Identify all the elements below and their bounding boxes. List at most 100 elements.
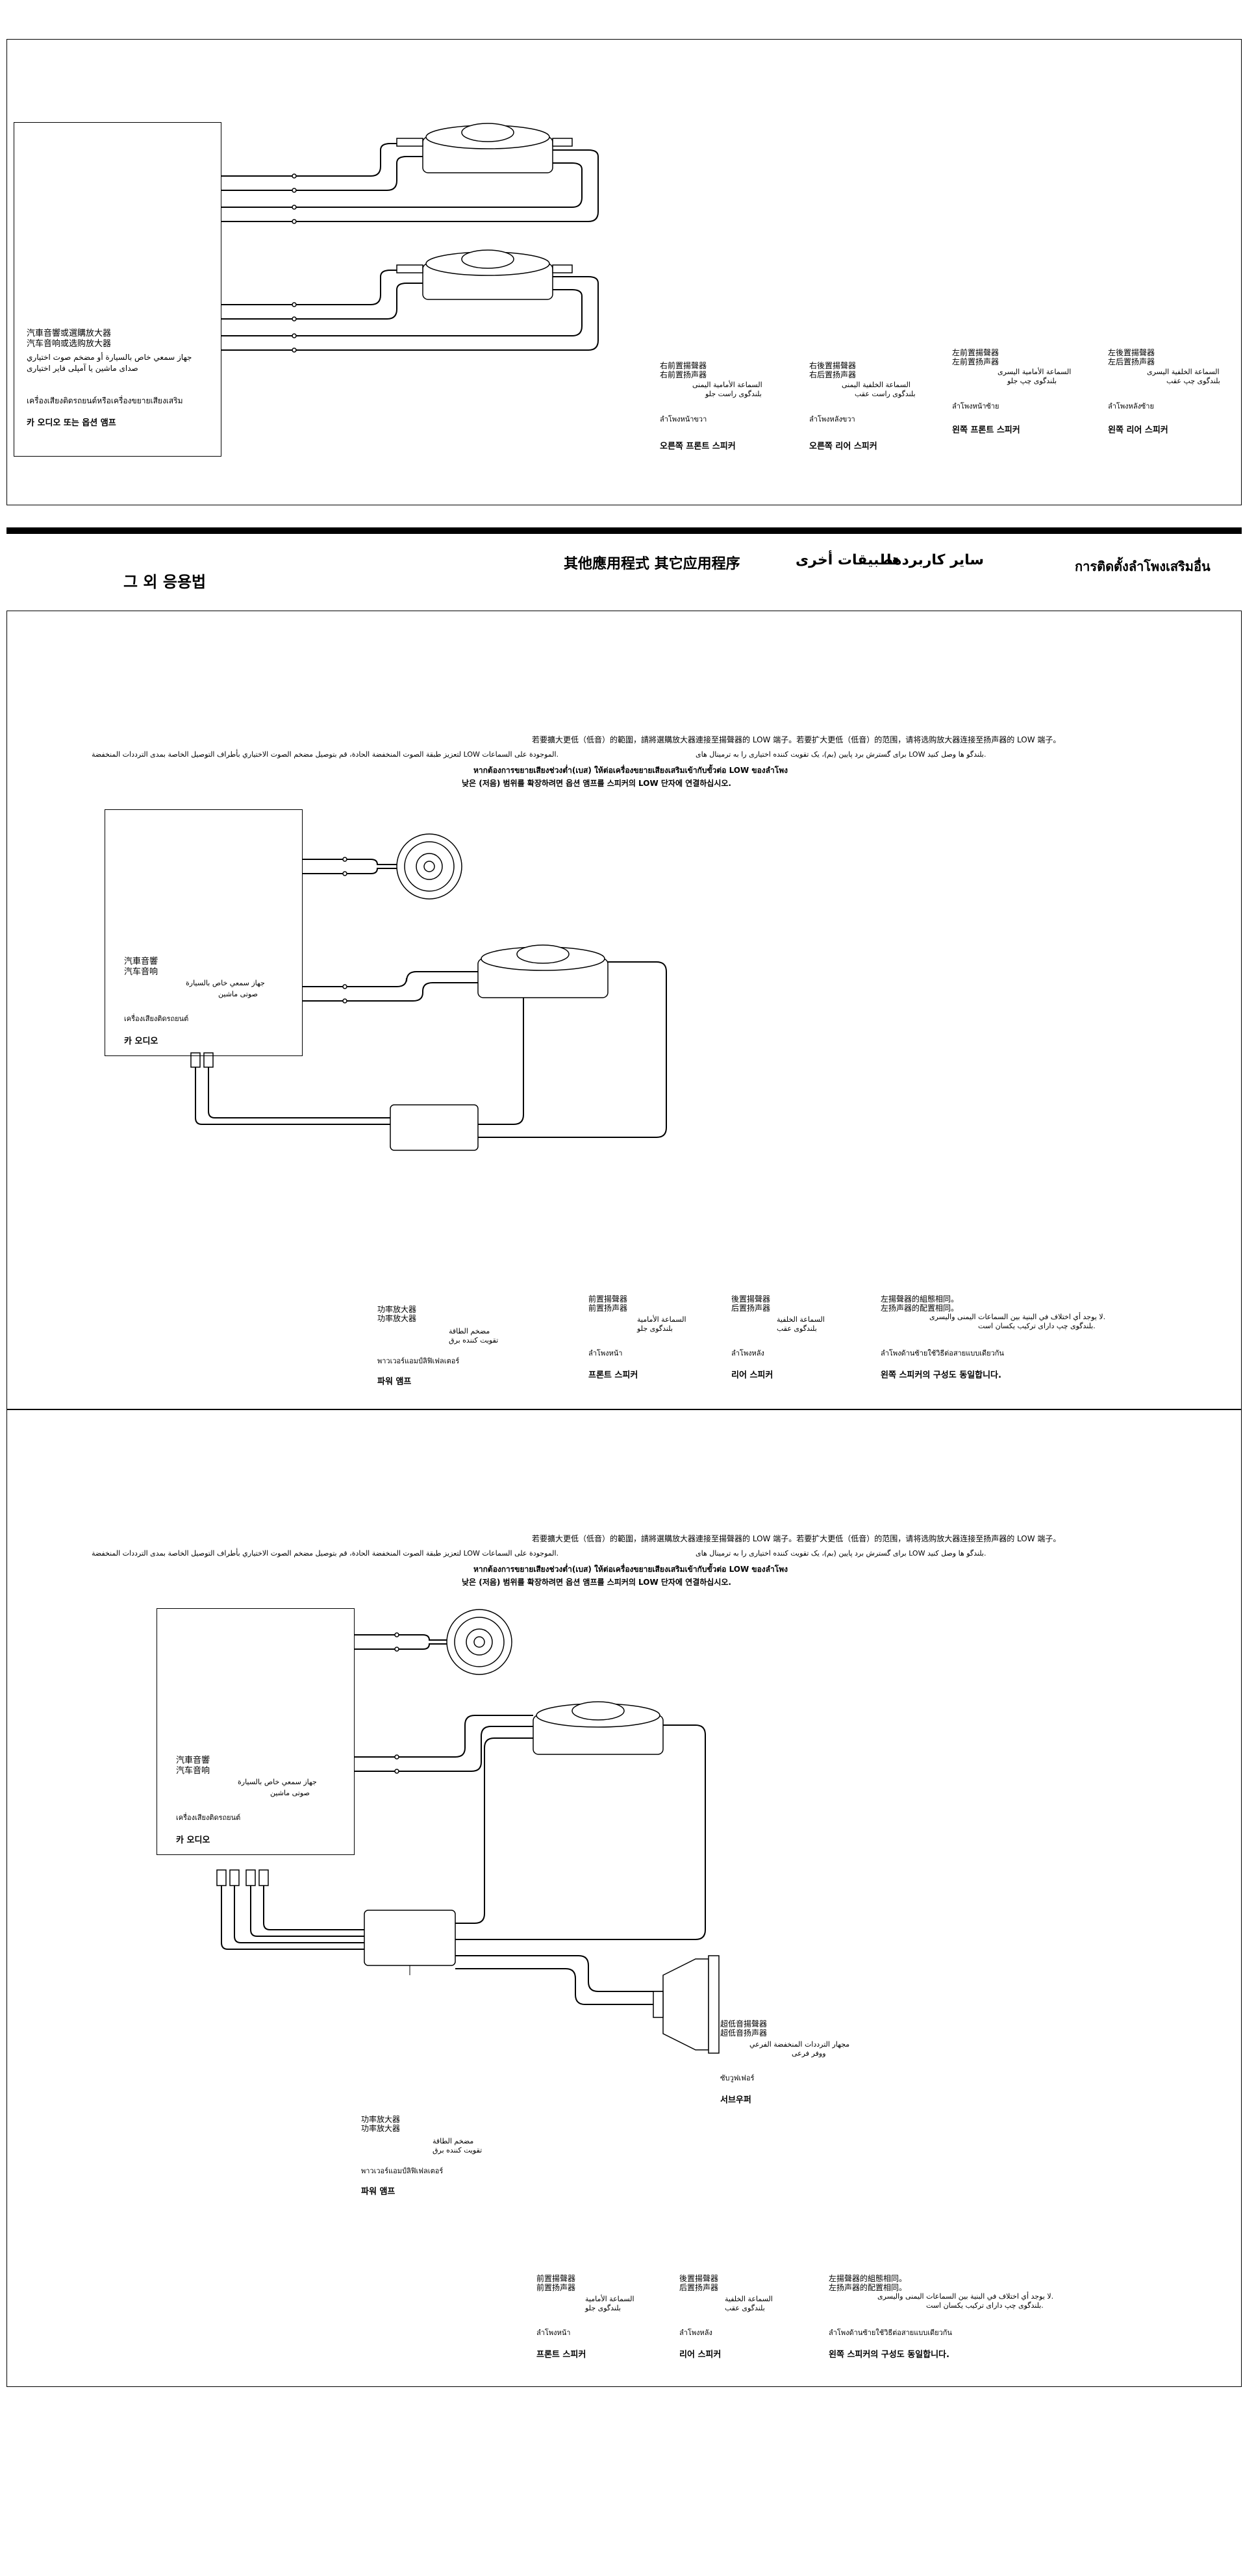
- label-fa: بلندگوی جلو: [637, 1324, 673, 1333]
- label-ko: 왼쪽 스피커의 구성도 동일합니다.: [829, 2350, 949, 2360]
- label-zh-t: 功率放大器: [361, 2115, 401, 2124]
- label-zh-t: 左揚聲器的組態相同。: [829, 2274, 907, 2283]
- unit-label-farsi: صوتی ماشین: [270, 1789, 310, 1797]
- label-zh-s: 功率放大器: [377, 1314, 417, 1323]
- label-zh-s: 右后置扬声器: [809, 370, 857, 379]
- label-zh-t: 前置揚聲器: [536, 2274, 576, 2283]
- label-th: ลำโพงหลัง: [679, 2329, 712, 2337]
- label-th: ซับวูฟเฟอร์: [720, 2074, 755, 2082]
- label-ar: مضخم الطاقة: [433, 2137, 474, 2145]
- label-ko: 오른쪽 프론트 스피커: [660, 442, 736, 451]
- label-ko: 파워 앰프: [361, 2187, 396, 2197]
- label-zh-t: 後置揚聲器: [731, 1294, 771, 1304]
- label-zh-s: 左扬声器的配置相同。: [881, 1304, 959, 1313]
- unit-label-arabic: جهاز سمعي خاص بالسيارة: [238, 1778, 317, 1786]
- section-divider: [6, 527, 1242, 534]
- unit-label-zh-traditional: 汽車音響: [176, 1756, 210, 1765]
- label-zh-s: 前置扬声器: [588, 1304, 628, 1313]
- label-zh-t: 左後置揚聲器: [1108, 348, 1155, 357]
- unit-label-arabic: جهاز سمعي خاص بالسيارة أو مضخم صوت اختيا…: [27, 353, 192, 362]
- heading-thai: การติดตั้งลำโพงเสริมอื่น: [1075, 559, 1211, 574]
- note-thai: หากต้องการขยายเสียงช่วงต่ำ(เบส) ให้ต่อเค…: [473, 1565, 788, 1574]
- label-zh-t: 功率放大器: [377, 1305, 417, 1314]
- label-ko: 프론트 스피커: [588, 1370, 638, 1380]
- label-zh-s: 左扬声器的配置相同。: [829, 2283, 907, 2292]
- label-zh-s: 右前置扬声器: [660, 370, 707, 379]
- label-ar: مجهار الترددات المنخفضة الفرعي: [749, 2040, 850, 2049]
- label-ar: السماعة الأمامية: [637, 1315, 686, 1324]
- label-th: ลำโพงหลังซ้าย: [1108, 402, 1154, 410]
- label-fa: تقویت کننده برق: [449, 1336, 499, 1345]
- car-audio-unit-box: [105, 809, 303, 1056]
- label-ko: 왼쪽 리어 스피커: [1108, 425, 1168, 435]
- note-chinese: 若要擴大更低（低音）的範圍，請將選購放大器連接至揚聲器的 LOW 端子。若要扩大…: [532, 1534, 1061, 1543]
- label-zh-t: 右前置揚聲器: [660, 361, 707, 370]
- heading-arabic: تطبيقات أخرى: [796, 552, 899, 568]
- label-zh-t: 右後置揚聲器: [809, 361, 857, 370]
- label-zh-t: 超低音揚聲器: [720, 2019, 768, 2028]
- label-ko: 오른쪽 리어 스피커: [809, 442, 877, 451]
- label-th: ลำโพงด้านซ้ายใช้วิธีต่อสายแบบเดียวกัน: [829, 2329, 952, 2337]
- label-fa: بلندگوی چپ عقب: [1166, 377, 1220, 385]
- label-zh-s: 超低音扬声器: [720, 2028, 768, 2038]
- unit-label-thai: เครื่องเสียงติดรถยนต์หรือเครื่องขยายเสีย…: [27, 396, 183, 405]
- car-audio-unit-box: [157, 1608, 355, 1855]
- label-ar: السماعة الخلفية اليسرى: [1147, 368, 1220, 376]
- label-ko: 프론트 스피커: [536, 2350, 586, 2360]
- label-fa: بلندگوی راست جلو: [705, 390, 762, 398]
- label-zh-s: 左前置扬声器: [952, 357, 999, 366]
- label-th: ลำโพงหน้าขวา: [660, 415, 707, 423]
- heading-chinese: 其他應用程式 其它应用程序: [564, 556, 740, 572]
- label-ar: السماعة الخلفية اليمنى: [842, 381, 911, 389]
- label-ko: 왼쪽 프론트 스피커: [952, 425, 1020, 435]
- note-farsi: برای گسترش برد پایین (بم)، یک تقویت کنند…: [696, 750, 986, 759]
- label-ar: مضخم الطاقة: [449, 1327, 490, 1335]
- unit-label-zh-traditional: 汽車音響: [124, 957, 158, 966]
- unit-label-farsi: صدای ماشین یا آمپلی فایر اختیاری: [27, 364, 138, 373]
- heading-korean: 그 외 응용법: [123, 573, 207, 591]
- car-audio-unit-box: [14, 122, 221, 457]
- label-zh-s: 左后置扬声器: [1108, 357, 1155, 366]
- note-korean: 낮은 (저음) 범위를 확장하려면 옵션 앰프를 스피커의 LOW 단자에 연결…: [462, 1578, 731, 1587]
- heading-farsi: سایر کاربردها: [886, 552, 984, 568]
- label-fa: بلندگوی عقب: [777, 1324, 817, 1333]
- label-ar: السماعة الأمامية: [585, 2295, 634, 2303]
- label-zh-s: 后置扬声器: [731, 1304, 771, 1313]
- unit-label-thai: เครื่องเสียงติดรถยนต์: [176, 1813, 241, 1822]
- note-arabic: لتعزيز طبقة الصوت المنخفضة الحادة، قم بت…: [92, 750, 559, 759]
- unit-label-thai: เครื่องเสียงติดรถยนต์: [124, 1015, 189, 1023]
- label-zh-t: 後置揚聲器: [679, 2274, 719, 2283]
- label-fa: ووفر فرعی: [792, 2049, 826, 2058]
- label-th: ลำโพงหน้า: [588, 1349, 623, 1357]
- label-fa: تقویت کننده برق: [433, 2146, 483, 2154]
- label-zh-t: 前置揚聲器: [588, 1294, 628, 1304]
- label-ar: السماعة الأمامية اليسرى: [998, 368, 1072, 376]
- label-ar: لا يوجد أي اختلاف في البنية بين السماعات…: [877, 2292, 1054, 2301]
- label-fa: بلندگوی چپ دارای ترکیب یکسان است.: [926, 2301, 1044, 2310]
- wiring-panel-subwoofer: 若要擴大更低（低音）的範圍，請將選購放大器連接至揚聲器的 LOW 端子。若要扩大…: [6, 1409, 1242, 2387]
- unit-label-zh-traditional: 汽車音響或選購放大器: [27, 329, 112, 338]
- label-zh-s: 后置扬声器: [679, 2283, 719, 2292]
- note-arabic: لتعزيز طبقة الصوت المنخفضة الحادة، قم بت…: [92, 1549, 559, 1558]
- label-th: พาวเวอร์แอมป์ลิฟิเฟลเตอร์: [361, 2167, 444, 2175]
- unit-label-korean: 카 오디오 또는 옵션 앰프: [27, 418, 116, 428]
- unit-label-zh-simplified: 汽车音响或选购放大器: [27, 339, 112, 349]
- wiring-panel-four-speaker: 汽車音響或選購放大器 汽车音响或选购放大器 جهاز سمعي خاص بالس…: [6, 39, 1242, 505]
- label-th: ลำโพงหลัง: [731, 1349, 764, 1357]
- unit-label-korean: 카 오디오: [176, 1836, 210, 1845]
- label-ar: السماعة الخلفية: [777, 1315, 825, 1324]
- note-farsi: برای گسترش برد پایین (بم)، یک تقویت کنند…: [696, 1549, 986, 1558]
- wiring-panel-amplifier: 若要擴大更低（低音）的範圍，請將選購放大器連接至揚聲器的 LOW 端子。若要扩大…: [6, 611, 1242, 1409]
- note-chinese: 若要擴大更低（低音）的範圍，請將選購放大器連接至揚聲器的 LOW 端子。若要扩大…: [532, 735, 1061, 744]
- label-th: พาวเวอร์แอมป์ลิฟิเฟลเตอร์: [377, 1357, 460, 1365]
- label-th: ลำโพงหลังขวา: [809, 415, 855, 423]
- label-fa: بلندگوی عقب: [725, 2304, 765, 2312]
- note-thai: หากต้องการขยายเสียงช่วงต่ำ(เบส) ให้ต่อเค…: [473, 766, 788, 775]
- unit-label-farsi: صوتی ماشین: [218, 990, 258, 998]
- label-th: ลำโพงด้านซ้ายใช้วิธีต่อสายแบบเดียวกัน: [881, 1349, 1004, 1357]
- subwoofer-wiring-diagram: [216, 1609, 720, 2054]
- label-fa: بلندگوی راست عقب: [855, 390, 916, 398]
- amplifier-wiring-diagram: [190, 833, 667, 1151]
- unit-label-zh-simplified: 汽车音响: [124, 967, 158, 977]
- note-korean: 낮은 (저음) 범위를 확장하려면 옵션 앰프를 스피커의 LOW 단자에 연결…: [462, 779, 731, 788]
